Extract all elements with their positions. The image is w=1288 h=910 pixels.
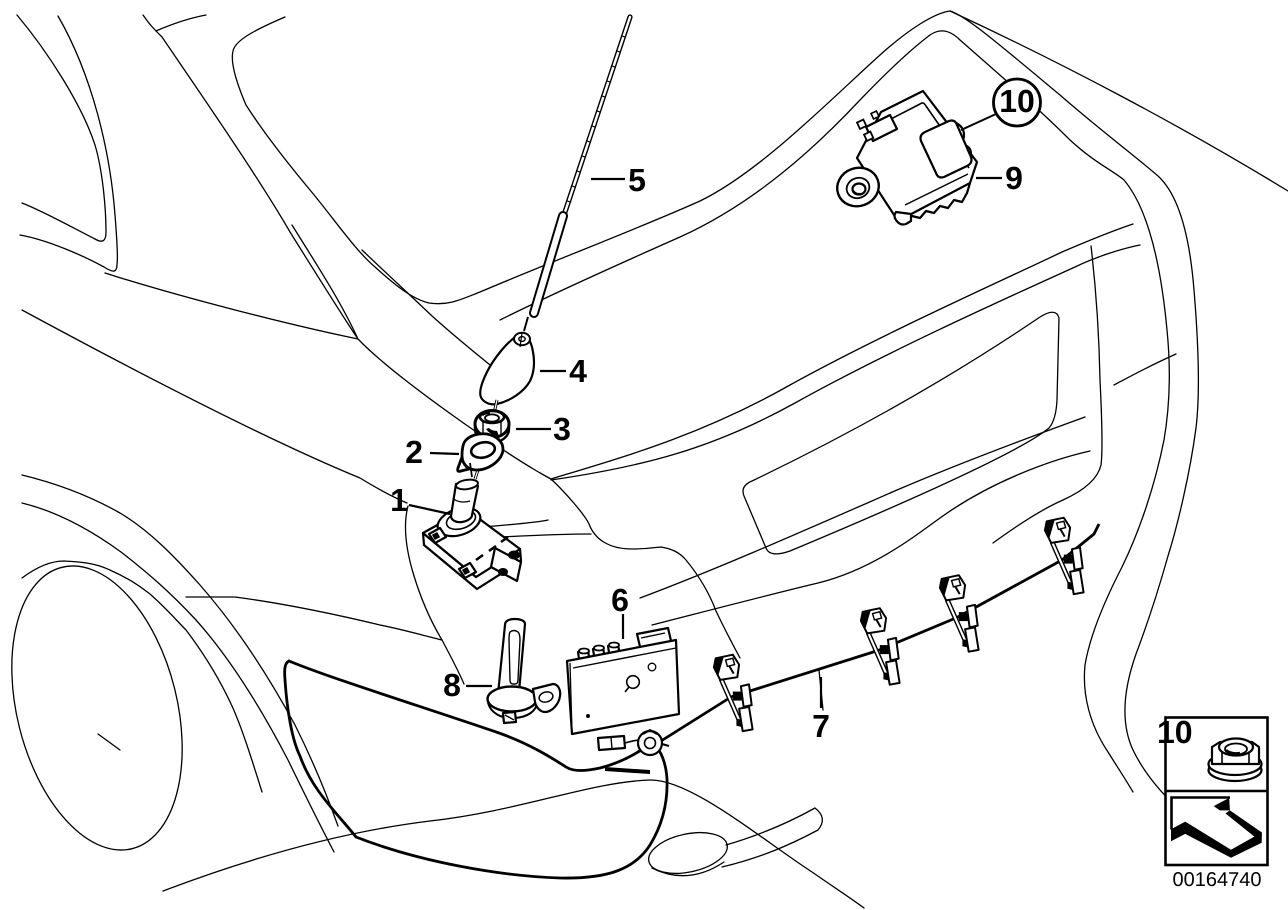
svg-text:9: 9 — [1005, 160, 1023, 196]
svg-text:6: 6 — [611, 582, 629, 618]
svg-text:10: 10 — [999, 83, 1035, 119]
svg-text:7: 7 — [812, 708, 830, 744]
svg-text:3: 3 — [553, 411, 571, 447]
svg-text:4: 4 — [569, 353, 587, 389]
svg-text:1: 1 — [390, 482, 408, 518]
svg-text:10: 10 — [1157, 714, 1193, 750]
svg-text:00164740: 00164740 — [1173, 869, 1262, 891]
svg-text:5: 5 — [628, 162, 646, 198]
svg-text:8: 8 — [443, 667, 461, 703]
svg-text:2: 2 — [405, 434, 423, 470]
